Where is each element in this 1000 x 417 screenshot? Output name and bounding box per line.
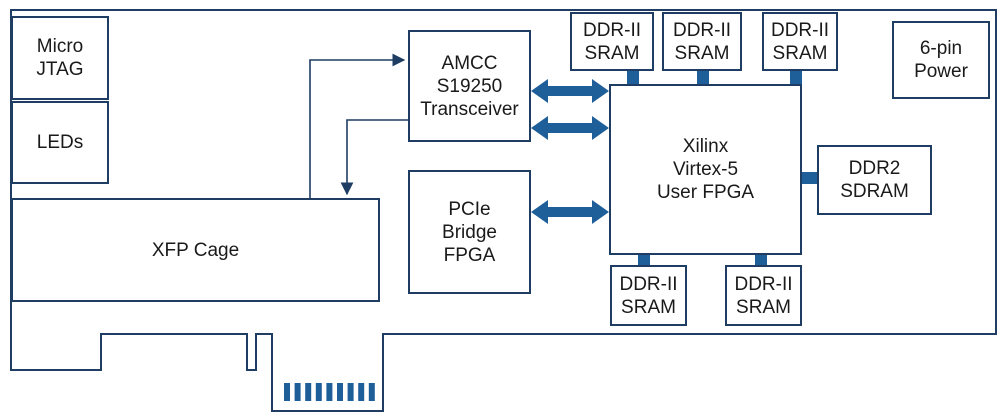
sram-bottom-2-link: [755, 254, 767, 266]
edge-pin: [326, 383, 333, 401]
edge-pin: [368, 383, 375, 401]
pcb-outline: [10, 9, 997, 412]
ddr2-link: [801, 172, 818, 184]
transceiver-to-xfp-arrow: [340, 119, 408, 196]
sram-bottom-1-label: DDR-II SRAM: [619, 273, 678, 318]
amcc-transceiver-label: AMCC S19250 Transceiver: [420, 52, 519, 120]
sram-top-3-label: DDR-II SRAM: [770, 19, 830, 64]
amcc-transceiver-block: AMCC S19250 Transceiver: [408, 30, 531, 142]
power-label: 6-pin Power: [914, 38, 968, 82]
edge-pin: [337, 383, 343, 401]
edge-pin: [305, 383, 312, 401]
power-block: 6-pin Power: [892, 21, 990, 99]
sram-top-2-block: DDR-II SRAM: [662, 12, 742, 71]
leds-block: LEDs: [11, 101, 109, 184]
edge-pin: [358, 383, 365, 401]
sram-top-2-link: [697, 70, 709, 84]
xfp-cage-block: XFP Cage: [11, 198, 380, 302]
sram-top-2-label: DDR-II SRAM: [672, 19, 732, 64]
pcie-fpga-arrow: [531, 200, 609, 224]
sram-bottom-1-block: DDR-II SRAM: [610, 265, 687, 326]
leds-label: LEDs: [36, 132, 84, 153]
sram-top-1-link: [627, 70, 639, 84]
xfp-cage-label: XFP Cage: [151, 239, 240, 261]
edge-connector: [284, 383, 375, 401]
sram-top-3-block: DDR-II SRAM: [762, 12, 838, 71]
pcie-bridge-block: PCIe Bridge FPGA: [408, 170, 531, 294]
transceiver-fpga-arrow-1: [531, 79, 609, 103]
xilinx-fpga-block: Xilinx Virtex-5 User FPGA: [609, 84, 802, 255]
sram-bottom-2-label: DDR-II SRAM: [734, 273, 793, 318]
transceiver-fpga-arrow-2: [531, 116, 609, 140]
sram-top-1-block: DDR-II SRAM: [570, 12, 654, 71]
ddr2-sdram-label: DDR2 SDRAM: [840, 158, 909, 202]
pcie-bridge-label: PCIe Bridge FPGA: [442, 198, 497, 266]
micro-jtag-block: Micro JTAG: [11, 16, 109, 100]
sram-top-1-label: DDR-II SRAM: [582, 19, 642, 64]
edge-pin: [347, 383, 354, 401]
ddr2-sdram-block: DDR2 SDRAM: [817, 145, 932, 215]
xilinx-fpga-label: Xilinx Virtex-5 User FPGA: [656, 136, 755, 203]
edge-pin: [284, 383, 290, 401]
xfp-to-transceiver-arrow: [309, 53, 406, 198]
sram-bottom-2-block: DDR-II SRAM: [725, 265, 802, 326]
sram-top-3-link: [790, 70, 802, 84]
edge-pin: [294, 383, 301, 401]
sram-bottom-1-link: [638, 254, 650, 266]
micro-jtag-label: Micro JTAG: [36, 36, 84, 80]
edge-pin: [315, 383, 322, 401]
